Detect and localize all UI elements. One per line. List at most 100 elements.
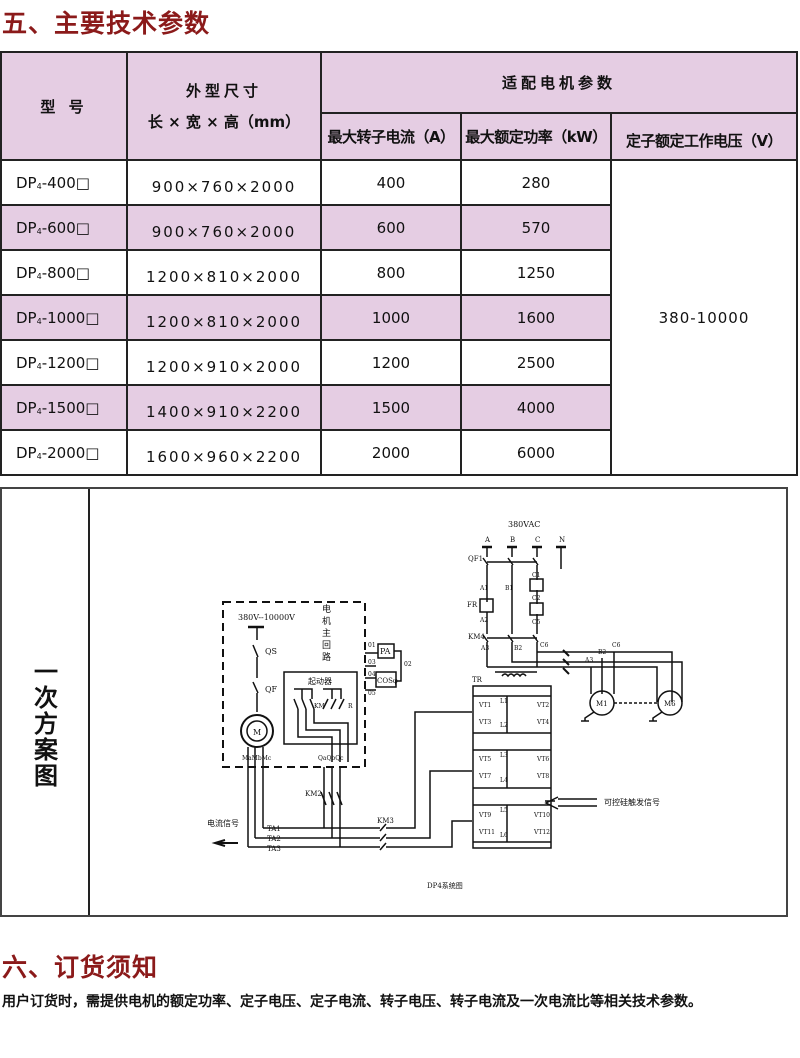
header-motor-params: 适配电机参数 xyxy=(320,51,798,114)
svg-text:02: 02 xyxy=(404,661,412,668)
section-title-ordering: 六、订货须知 xyxy=(2,953,159,982)
cell-model: DP4-1000□ xyxy=(0,294,128,341)
label-r: R xyxy=(348,703,353,710)
svg-text:L1: L1 xyxy=(500,698,508,705)
cell-current: 1500 xyxy=(320,384,462,431)
meter-wiring xyxy=(365,650,402,691)
current-signal-arrow xyxy=(211,839,238,847)
qs-qf-switches xyxy=(252,627,259,712)
cell-dimensions: 1200×810×2000 xyxy=(126,294,322,341)
svg-text:A1: A1 xyxy=(479,585,488,592)
label-km: KM xyxy=(314,703,325,710)
cable-marks xyxy=(562,649,570,675)
cell-power: 2500 xyxy=(460,339,612,386)
svg-text:L5: L5 xyxy=(500,807,508,814)
cell-power: 570 xyxy=(460,204,612,251)
label-cos: COSφ xyxy=(377,677,398,685)
svg-text:回: 回 xyxy=(322,640,331,651)
svg-text:VT1: VT1 xyxy=(478,702,491,709)
svg-text:B2: B2 xyxy=(514,645,522,652)
label-m1: M1 xyxy=(596,700,608,708)
label-supply-right: 380VAC xyxy=(508,520,540,529)
km2-contacts xyxy=(320,791,343,806)
motor-inner-ring xyxy=(246,720,268,742)
motor-main-circuit-box xyxy=(222,601,366,768)
svg-text:VT4: VT4 xyxy=(536,719,549,726)
header-max-rated-power: 最大额定功率（kW） xyxy=(460,112,612,161)
svg-text:机: 机 xyxy=(322,615,331,627)
cell-power: 1600 xyxy=(460,294,612,341)
primary-scheme-panel: 一次方案图 380V--10000V 电 机 主 回 路 QS QF M MaM… xyxy=(0,487,788,917)
phase-lines xyxy=(486,565,538,634)
label-current-signal: 电流信号 xyxy=(207,818,239,828)
ground-symbols xyxy=(581,711,663,722)
svg-text:VT10: VT10 xyxy=(533,812,550,819)
table-row: DP4-1200□ 1200×910×2000 1200 2500 xyxy=(0,339,797,386)
svg-text:A: A xyxy=(484,536,491,544)
thyristor-rails xyxy=(473,695,551,843)
svg-text:主: 主 xyxy=(322,627,331,639)
cell-stator-voltage: 380-10000 xyxy=(610,159,798,476)
label-km4: KM4 xyxy=(468,633,485,641)
svg-text:B: B xyxy=(510,536,515,544)
cell-model: DP4-600□ xyxy=(0,204,128,251)
cell-power: 6000 xyxy=(460,429,612,476)
label-ta3: TA3 xyxy=(267,845,281,853)
label-qs: QS xyxy=(265,647,277,656)
svg-text:01: 01 xyxy=(368,642,376,649)
cell-dimensions: 1400×910×2200 xyxy=(126,384,322,431)
cell-model: DP4-800□ xyxy=(0,249,128,296)
scheme-label: 一次方案图 xyxy=(34,658,58,790)
label-m-b2: B2 xyxy=(598,649,606,656)
label-motor: M xyxy=(253,728,261,737)
circuit-diagram: 380V--10000V 电 机 主 回 路 QS QF M MaMbMc 起动… xyxy=(207,520,683,890)
label-pa: PA xyxy=(380,647,391,656)
phase-labels: A B C N xyxy=(484,536,565,544)
output-bus xyxy=(486,642,683,702)
spec-table: 型 号 外型尺寸 长 × 宽 × 高（mm） 适配电机参数 最大转子电流（A） … xyxy=(0,51,798,476)
svg-text:电: 电 xyxy=(322,603,331,615)
svg-text:L3: L3 xyxy=(500,752,508,759)
thyristor-bank xyxy=(472,685,552,849)
starter-contacts xyxy=(293,698,345,710)
cell-power: 4000 xyxy=(460,384,612,431)
label-fr: FR xyxy=(467,601,478,609)
phase-point-labels: A1 A2 B1 C1 C2 C5 A3 B2 C6 xyxy=(479,572,549,652)
c1-element xyxy=(529,578,544,592)
svg-text:VT6: VT6 xyxy=(536,756,549,763)
label-main-loop: 电 机 主 回 路 xyxy=(322,603,331,663)
label-starter: 起动器 xyxy=(308,676,332,686)
table-row: DP4-1500□ 1400×910×2200 1500 4000 xyxy=(0,384,797,431)
cell-current: 800 xyxy=(320,249,462,296)
label-supply-left: 380V--10000V xyxy=(238,613,295,622)
label-tr: TR xyxy=(472,676,483,684)
qf1-switch xyxy=(482,557,539,566)
table-row: DP4-2000□ 1600×960×2200 2000 6000 xyxy=(0,429,797,476)
km3-wiring xyxy=(248,711,472,848)
cell-current: 1000 xyxy=(320,294,462,341)
svg-text:C6: C6 xyxy=(540,642,549,649)
c2-element xyxy=(529,602,544,616)
svg-text:05: 05 xyxy=(368,690,376,697)
svg-text:路: 路 xyxy=(322,651,331,663)
km4-switch xyxy=(482,634,539,643)
cell-model: DP4-400□ xyxy=(0,159,128,206)
section-title-tech-params: 五、主要技术参数 xyxy=(2,9,211,38)
svg-text:C1: C1 xyxy=(532,572,540,579)
cell-dimensions: 900×760×2000 xyxy=(126,159,322,206)
cell-current: 2000 xyxy=(320,429,462,476)
cell-power: 280 xyxy=(460,159,612,206)
table-row: DP4-600□ 900×760×2000 600 570 xyxy=(0,204,797,251)
phase-drops xyxy=(486,547,562,569)
svg-text:A2: A2 xyxy=(479,617,488,624)
transformer xyxy=(495,671,537,678)
label-ta1: TA1 xyxy=(267,825,281,833)
svg-text:VT2: VT2 xyxy=(536,702,549,709)
starter-box xyxy=(283,671,358,745)
svg-text:VT12: VT12 xyxy=(533,829,550,836)
header-dimensions-line2: 长 × 宽 × 高（mm） xyxy=(147,113,301,131)
header-max-rotor-current: 最大转子电流（A） xyxy=(320,112,462,161)
thyristor-labels: VT1 VT2 VT3 VT4 VT5 VT6 VT7 VT8 VT9 VT10… xyxy=(478,702,550,836)
cell-power: 1250 xyxy=(460,249,612,296)
cos-meter xyxy=(375,671,397,688)
